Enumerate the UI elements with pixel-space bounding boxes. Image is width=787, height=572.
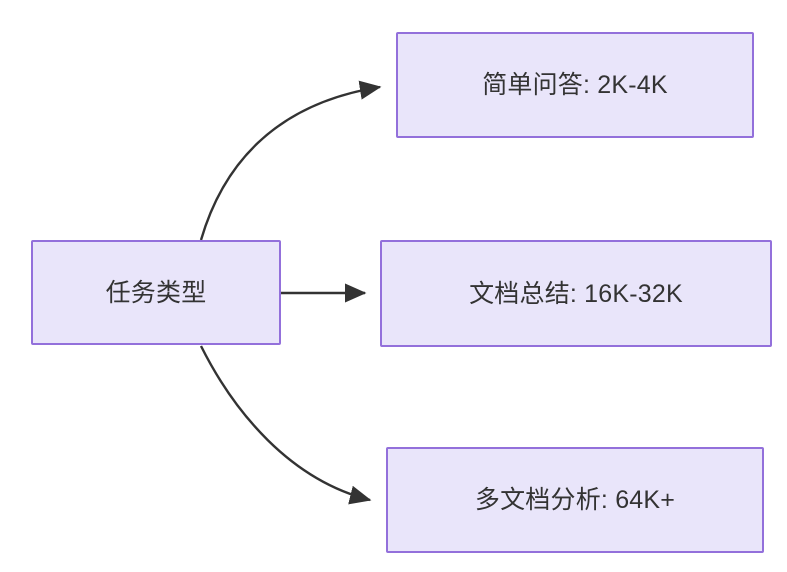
edge-source-to-multi-doc	[199, 345, 372, 505]
node-multi-doc[interactable]: 多文档分析: 64K+	[386, 447, 764, 553]
node-task-type[interactable]: 任务类型	[31, 240, 281, 345]
edge-source-to-simple-qa	[199, 80, 382, 241]
node-label: 多文档分析: 64K+	[474, 486, 676, 514]
node-label: 文档总结: 16K-32K	[469, 279, 683, 308]
node-doc-summary[interactable]: 文档总结: 16K-32K	[380, 240, 772, 347]
node-simple-qa[interactable]: 简单问答: 2K-4K	[396, 32, 754, 138]
node-label: 简单问答: 2K-4K	[482, 71, 668, 99]
node-label: 任务类型	[105, 278, 207, 307]
